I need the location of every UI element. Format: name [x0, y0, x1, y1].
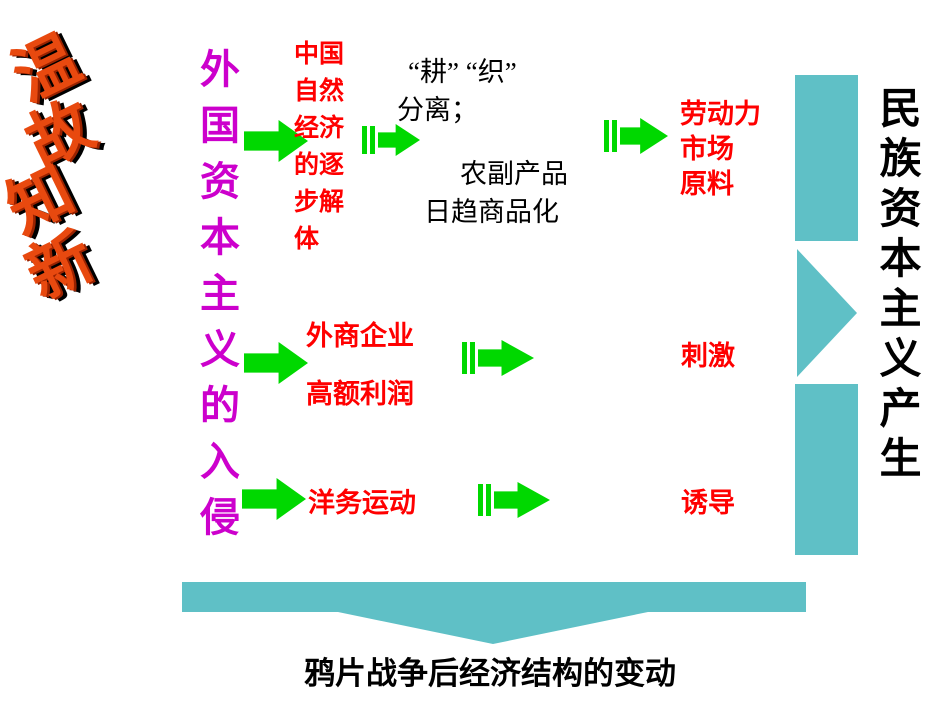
arrow-bar [604, 120, 609, 152]
row2-cause-line-2: 高额利润 [306, 379, 414, 409]
barred-flow-arrow-icon [462, 340, 534, 376]
row2-result-text: 刺激 [681, 341, 735, 371]
arrow-bar [470, 342, 475, 374]
row1-process-line-2: 分离； [397, 95, 478, 125]
left-banner-text: 外国资本主义的入侵 [194, 48, 238, 552]
right-banner-text: 民族资本主义产生 [874, 86, 921, 486]
barred-flow-arrow-icon [362, 124, 420, 156]
arrow-bar [362, 125, 367, 155]
row1-result-line-1: 劳动力 [680, 99, 761, 129]
bottom-banner-arrow-shape [182, 582, 806, 644]
barred-flow-arrow-icon [478, 482, 550, 518]
row1-process-line-4: 日趋商品化 [424, 197, 559, 227]
arrow-head [478, 340, 534, 376]
flow-arrow-icon [244, 342, 308, 384]
arrow-bar [462, 342, 467, 374]
arrow-bar [478, 484, 483, 516]
arrow-head [378, 124, 420, 156]
row1-cause-text: 中国自然经济的逐步解体 [294, 40, 345, 253]
row1-process-line-3: 农副产品 [460, 159, 568, 189]
row1-process-line-1: “耕” “织” [408, 57, 517, 87]
row3-result-text: 诱导 [681, 488, 735, 518]
vertical-merge-banner-shape [795, 75, 858, 555]
arrow-head [494, 482, 550, 518]
arrow-head [620, 118, 668, 154]
slide-title: 鸦片战争后经济结构的变动 [304, 656, 676, 691]
arrow-bar [612, 120, 617, 152]
flow-arrow-icon [242, 478, 306, 520]
row3-cause-text: 洋务运动 [308, 488, 416, 518]
arrow-bar [486, 484, 491, 516]
arrow-bar [370, 125, 375, 155]
row1-result-line-3: 原料 [680, 169, 734, 199]
barred-flow-arrow-icon [604, 118, 668, 154]
row1-result-line-2: 市场 [680, 134, 734, 164]
row2-cause-line-1: 外商企业 [306, 321, 414, 351]
